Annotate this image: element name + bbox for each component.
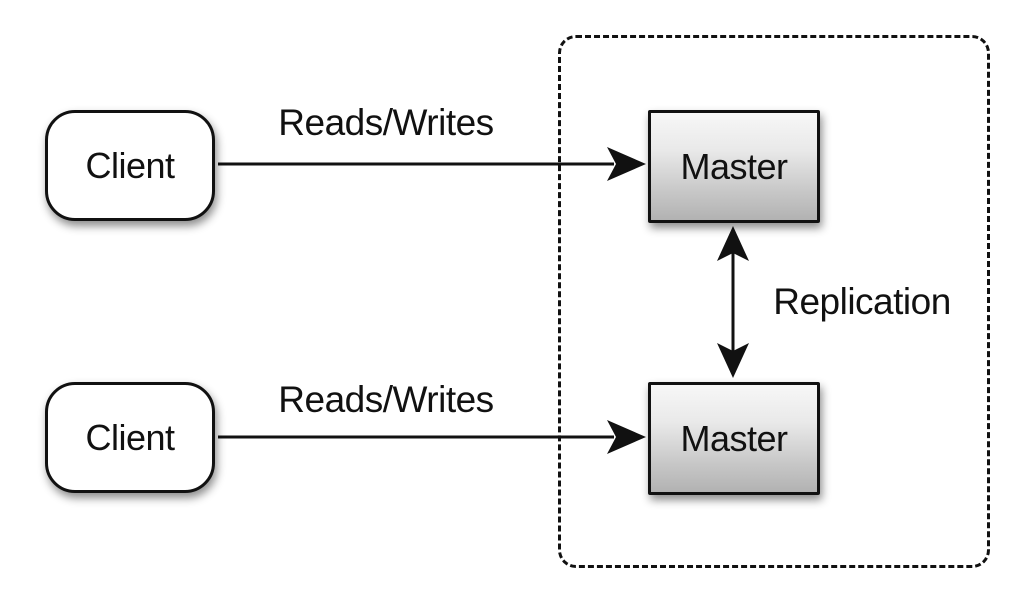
edge-label-replication: Replication <box>773 281 951 322</box>
node-master-1: Master <box>648 110 820 223</box>
node-client-1: Client <box>45 110 215 221</box>
node-master-1-label: Master <box>680 145 788 187</box>
node-client-2: Client <box>45 382 215 493</box>
node-client-1-label: Client <box>85 144 175 186</box>
masters-boundary-dashed-box <box>558 35 990 568</box>
node-client-2-label: Client <box>85 416 175 458</box>
node-master-2-label: Master <box>680 417 788 459</box>
edge-label-reads-writes-top: Reads/Writes <box>278 102 494 143</box>
node-master-2: Master <box>648 382 820 495</box>
edge-label-reads-writes-bottom: Reads/Writes <box>278 379 494 420</box>
